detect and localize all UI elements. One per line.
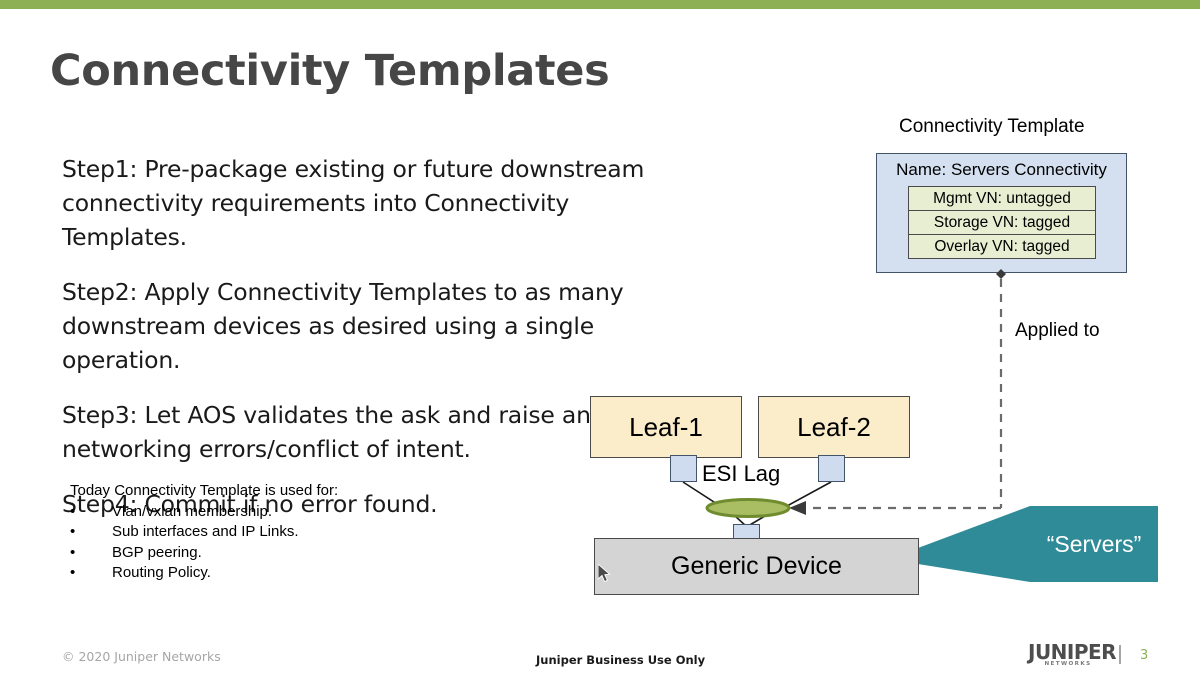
generic-device-label: Generic Device (671, 552, 842, 580)
juniper-logo-subtitle: NETWORKS (1044, 661, 1092, 667)
leaf1-node[interactable]: Leaf-1 (590, 396, 742, 458)
leaf2-node[interactable]: Leaf-2 (758, 396, 910, 458)
list-item: • Sub interfaces and IP Links. (70, 522, 338, 543)
list-item-label: Routing Policy. (112, 564, 211, 581)
bullet-icon: • (70, 564, 76, 581)
step-1: Step1: Pre-package existing or future do… (62, 155, 645, 251)
connectivity-template-caption: Connectivity Template (899, 116, 1085, 137)
bullet-icon: • (70, 543, 76, 561)
page-number: 3 (1140, 648, 1149, 663)
steps-list: Step1: Pre-package existing or future do… (62, 152, 672, 542)
footer-divider (1119, 645, 1121, 664)
list-item: • Vlan/vxlan membership. (70, 502, 338, 523)
used-for-heading: Today Connectivity Template is used for: (70, 482, 339, 499)
table-row: Mgmt VN: untagged (909, 187, 1095, 211)
port-square-leaf1[interactable] (670, 455, 697, 482)
bullet-icon: • (70, 523, 76, 540)
port-square-leaf2[interactable] (818, 455, 845, 482)
used-for-block: Today Connectivity Template is used for:… (70, 481, 338, 584)
juniper-logo-wordmark: JUNIPER (1028, 640, 1117, 664)
template-vn-rows: Mgmt VN: untagged Storage VN: tagged Ove… (908, 186, 1096, 259)
page-title: Connectivity Templates (50, 46, 610, 96)
list-item-label: Sub interfaces and IP Links. (112, 523, 299, 540)
footer-classification: Juniper Business Use Only (536, 653, 706, 667)
applied-to-label: Applied to (1015, 320, 1100, 341)
footer-copyright: © 2020 Juniper Networks (62, 649, 221, 664)
table-row: Overlay VN: tagged (934, 238, 1070, 255)
leaf2-label: Leaf-2 (797, 411, 871, 442)
table-row: Storage VN: tagged (909, 211, 1095, 235)
link-esi-to-device-right (747, 505, 783, 527)
list-item-label: Vlan/vxlan membership. (112, 502, 273, 520)
servers-callout-tail (918, 506, 1030, 582)
servers-callout[interactable]: “Servers” (1030, 506, 1158, 582)
list-item-label: BGP peering. (112, 543, 202, 561)
link-esi-to-device-left (723, 505, 747, 527)
top-accent-bar (0, 0, 1200, 9)
list-item: • Routing Policy. (70, 563, 338, 584)
servers-label: “Servers” (1046, 530, 1142, 557)
bullet-icon: • (70, 502, 76, 520)
step-4: Step4: Commit if no error found. (62, 490, 438, 518)
esi-lag-ellipse-icon (705, 498, 791, 518)
link-leaf2-to-esi (775, 481, 832, 513)
template-name-label: Name: Servers Connectivity (896, 160, 1107, 179)
step-3: Step3: Let AOS validates the ask and rai… (62, 401, 605, 463)
arrowhead-icon (789, 501, 806, 515)
juniper-logo: JUNIPER NETWORKS (1028, 640, 1117, 668)
generic-device-node[interactable]: Generic Device (594, 538, 919, 595)
leaf1-label: Leaf-1 (629, 411, 703, 442)
step-2: Step2: Apply Connectivity Templates to a… (62, 278, 624, 374)
list-item: • BGP peering. (70, 543, 338, 564)
esi-lag-label: ESI Lag (702, 461, 781, 486)
connectivity-template-card: Name: Servers Connectivity Mgmt VN: unta… (876, 153, 1127, 273)
